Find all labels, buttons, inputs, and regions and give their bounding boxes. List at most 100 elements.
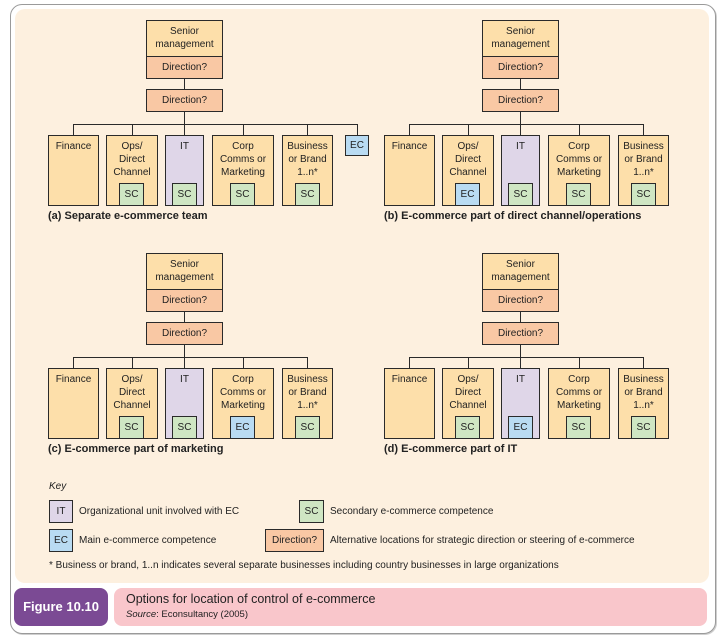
unit-label: Ops/ Direct Channel xyxy=(449,374,487,411)
unit-label: Business or Brand 1..n* xyxy=(287,374,328,411)
unit-box-finance: Finance xyxy=(48,368,99,439)
unit-label: Corp Comms or Marketing xyxy=(555,141,603,178)
diagram-caption: (b) E-commerce part of direct channel/op… xyxy=(384,210,642,222)
unit-label: IT xyxy=(516,141,525,152)
unit-box-finance: Finance xyxy=(384,135,435,206)
connector-line xyxy=(520,312,521,322)
ec-badge: EC xyxy=(455,183,480,206)
diagram-caption: (a) Separate e-commerce team xyxy=(48,210,208,222)
branch-line xyxy=(409,357,644,358)
unit-box-business-brand: Business or Brand 1..n* SC xyxy=(282,135,333,206)
unit-box-finance: Finance xyxy=(48,135,99,206)
unit-label: Ops/ Direct Channel xyxy=(113,141,151,178)
sc-badge: SC xyxy=(566,183,591,206)
sc-badge: SC xyxy=(508,183,533,206)
key-ec-swatch: EC xyxy=(49,529,73,552)
middle-direction-box: Direction? xyxy=(146,322,223,345)
connector-line xyxy=(579,124,580,135)
unit-label: Ops/ Direct Channel xyxy=(449,141,487,178)
connector-line xyxy=(409,357,410,368)
senior-management-label: Senior management xyxy=(155,259,214,283)
connector-line xyxy=(243,124,244,135)
sc-badge: SC xyxy=(172,416,197,439)
figure-number-label: Figure 10.10 xyxy=(14,588,108,626)
unit-label: Ops/ Direct Channel xyxy=(113,374,151,411)
unit-label: Corp Comms or Marketing xyxy=(219,374,267,411)
sc-badge: SC xyxy=(631,183,656,206)
figure-caption: Options for location of control of e-com… xyxy=(114,588,707,626)
senior-management-label: Senior management xyxy=(155,26,214,50)
senior-management-label: Senior management xyxy=(491,26,550,50)
key-it-text: Organizational unit involved with EC xyxy=(79,506,240,517)
separate-ec-unit: EC xyxy=(345,135,369,156)
unit-label: Corp Comms or Marketing xyxy=(555,374,603,411)
unit-label: Business or Brand 1..n* xyxy=(623,141,664,178)
connector-line xyxy=(307,357,308,368)
branch-line xyxy=(73,357,308,358)
source-text: : Econsultancy (2005) xyxy=(156,609,248,620)
unit-box-business-brand: Business or Brand 1..n* SC xyxy=(282,368,333,439)
connector-line xyxy=(73,357,74,368)
unit-label: Finance xyxy=(391,141,428,152)
ec-badge: EC xyxy=(508,416,533,439)
connector-line xyxy=(520,345,521,357)
connector-line xyxy=(184,345,185,357)
unit-label: Finance xyxy=(55,141,92,152)
sc-badge: SC xyxy=(455,416,480,439)
connector-line xyxy=(520,112,521,124)
middle-direction-box: Direction? xyxy=(146,89,223,112)
figure-source: Source: Econsultancy (2005) xyxy=(126,609,248,620)
unit-label: Finance xyxy=(55,374,92,385)
branch-line xyxy=(409,124,644,125)
connector-line xyxy=(520,79,521,89)
sc-badge: SC xyxy=(631,416,656,439)
connector-line xyxy=(409,124,410,135)
connector-line xyxy=(643,124,644,135)
connector-line xyxy=(643,357,644,368)
key-direction-text: Alternative locations for strategic dire… xyxy=(330,535,635,546)
branch-line xyxy=(73,124,358,125)
unit-label: Corp Comms or Marketing xyxy=(219,141,267,178)
sc-badge: SC xyxy=(295,416,320,439)
unit-label: IT xyxy=(180,141,189,152)
senior-direction-band: Direction? xyxy=(482,289,559,312)
sc-badge: SC xyxy=(119,416,144,439)
diagram-caption: (c) E-commerce part of marketing xyxy=(48,443,224,455)
connector-line xyxy=(184,112,185,124)
key-sc-swatch: SC xyxy=(299,500,324,523)
key-title: Key xyxy=(49,481,67,492)
connector-line xyxy=(184,124,185,135)
connector-line xyxy=(307,124,308,135)
connector-line xyxy=(184,357,185,368)
connector-line xyxy=(132,124,133,135)
unit-label: Business or Brand 1..n* xyxy=(287,141,328,178)
connector-line xyxy=(579,357,580,368)
unit-box-it: IT SC xyxy=(501,135,540,206)
connector-line xyxy=(73,124,74,135)
connector-line xyxy=(357,124,358,135)
connector-line xyxy=(520,124,521,135)
connector-line xyxy=(184,312,185,322)
ec-badge: EC xyxy=(230,416,255,439)
middle-direction-box: Direction? xyxy=(482,89,559,112)
senior-direction-band: Direction? xyxy=(146,56,223,79)
unit-box-finance: Finance xyxy=(384,368,435,439)
sc-badge: SC xyxy=(295,183,320,206)
sc-badge: SC xyxy=(230,183,255,206)
connector-line xyxy=(468,124,469,135)
connector-line xyxy=(243,357,244,368)
